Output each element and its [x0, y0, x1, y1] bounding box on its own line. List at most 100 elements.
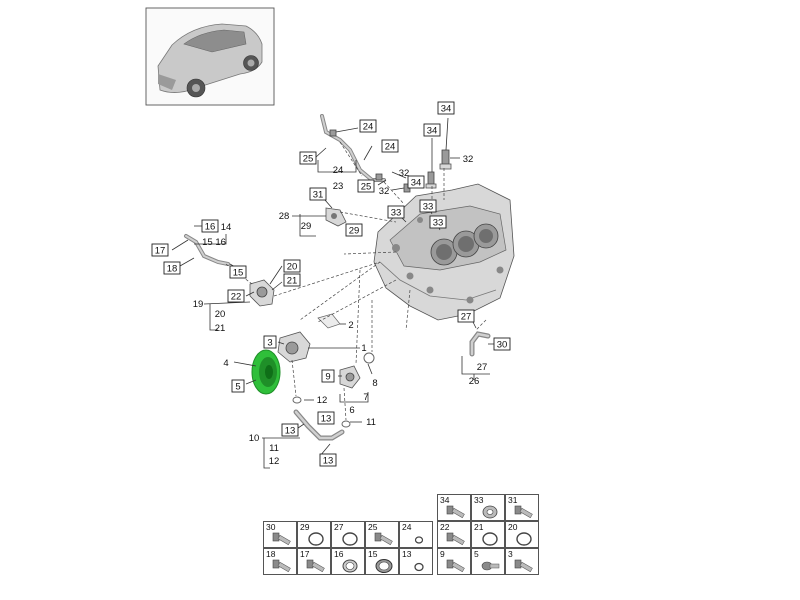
legend-cell[interactable]: 34	[437, 494, 471, 521]
callout[interactable]: 32	[379, 186, 390, 197]
callout[interactable]: 32	[399, 168, 410, 179]
legend-cell[interactable]: 24	[399, 521, 433, 548]
callout[interactable]: 32	[463, 154, 474, 165]
svg-text:11: 11	[366, 417, 376, 428]
callout[interactable]: 31	[309, 187, 327, 201]
legend-cell[interactable]: 20	[505, 521, 539, 548]
callout[interactable]: 13	[319, 453, 337, 467]
legend-cell[interactable]: 25	[365, 521, 399, 548]
legend-cell[interactable]: 17	[297, 548, 331, 575]
bolt-icon	[272, 532, 291, 546]
legend-number: 27	[334, 522, 344, 532]
callout[interactable]: 15	[229, 265, 247, 279]
callout[interactable]: 17	[151, 243, 169, 257]
callout[interactable]: 34	[437, 101, 455, 115]
callout[interactable]: 24	[381, 139, 399, 153]
svg-text:1: 1	[361, 343, 366, 354]
legend-cell[interactable]: 31	[505, 494, 539, 521]
callout[interactable]: 11	[366, 417, 376, 428]
callout[interactable]: 34	[423, 123, 441, 137]
svg-text:24: 24	[333, 165, 344, 176]
callout[interactable]: 28	[279, 211, 290, 222]
callout[interactable]: 10	[249, 433, 260, 444]
svg-text:25: 25	[361, 182, 372, 193]
legend-cell[interactable]: 13	[399, 548, 433, 575]
callout[interactable]: 8	[372, 378, 377, 389]
pulley-highlighted	[251, 349, 281, 395]
callout[interactable]: 33	[419, 199, 437, 213]
callout[interactable]: 24	[359, 119, 377, 133]
callout-labels: 34 34 32 24 24 25 24 23 32 25 32 34 31 2…	[151, 101, 511, 467]
callout[interactable]: 22	[227, 289, 245, 303]
callout[interactable]: 33	[387, 205, 405, 219]
svg-text:4: 4	[223, 358, 228, 369]
callout[interactable]: 24	[333, 165, 344, 176]
callout[interactable]: 12	[269, 456, 280, 467]
callout[interactable]: 20	[215, 309, 226, 320]
callout[interactable]: 1	[361, 343, 366, 354]
callout[interactable]: 9	[321, 369, 335, 383]
callout[interactable]: 16	[201, 219, 219, 233]
callout[interactable]: 4	[223, 358, 228, 369]
callout[interactable]: 25	[299, 151, 317, 165]
callout[interactable]: 21	[215, 323, 226, 334]
legend-cell[interactable]: 22	[437, 521, 471, 548]
svg-text:9: 9	[325, 372, 330, 383]
svg-text:17: 17	[155, 246, 166, 257]
assembly-lines	[225, 141, 487, 421]
svg-text:2: 2	[348, 320, 353, 331]
callout[interactable]: 29	[345, 223, 363, 237]
legend-cell[interactable]: 16	[331, 548, 365, 575]
callout[interactable]: 29	[301, 221, 312, 232]
clamp-ring-icon	[342, 559, 358, 573]
legend-cell[interactable]: 27	[331, 521, 365, 548]
svg-text:25: 25	[303, 154, 314, 165]
legend-cell[interactable]: 21	[471, 521, 505, 548]
legend-cell[interactable]: 29	[297, 521, 331, 548]
legend-number: 3	[508, 549, 513, 559]
svg-text:34: 34	[411, 178, 422, 189]
callout[interactable]: 13	[281, 423, 299, 437]
svg-text:7: 7	[363, 392, 368, 403]
callout[interactable]: 26	[469, 376, 480, 387]
callout[interactable]: 7	[363, 392, 368, 403]
o-ring-icon	[482, 532, 498, 546]
callout[interactable]: 2	[348, 320, 353, 331]
callout[interactable]: 30	[493, 337, 511, 351]
legend-number: 34	[440, 495, 450, 505]
bolt-icon	[272, 559, 291, 573]
legend-cell[interactable]: 33	[471, 494, 505, 521]
legend-number: 13	[402, 549, 412, 559]
callout[interactable]: 14	[221, 222, 232, 233]
legend-cell[interactable]: 5	[471, 548, 505, 575]
legend-cell[interactable]: 30	[263, 521, 297, 548]
legend-cell[interactable]: 18	[263, 548, 297, 575]
legend-cell[interactable]: 3	[505, 548, 539, 575]
callout[interactable]: 5	[231, 379, 245, 393]
callout[interactable]: 19	[193, 299, 204, 310]
svg-text:29: 29	[301, 221, 312, 232]
callout[interactable]: 18	[163, 261, 181, 275]
callout[interactable]: 34	[407, 175, 425, 189]
svg-text:19: 19	[193, 299, 204, 310]
callout[interactable]: 13	[317, 411, 335, 425]
callout[interactable]: 25	[357, 179, 375, 193]
svg-text:15: 15	[233, 268, 244, 279]
callout[interactable]: 21	[283, 273, 301, 287]
svg-text:28: 28	[279, 211, 290, 222]
svg-text:15 16: 15 16	[202, 237, 226, 248]
washer-icon	[482, 505, 498, 519]
callout[interactable]: 12	[317, 395, 328, 406]
callout[interactable]: 3	[263, 335, 277, 349]
callout[interactable]: 27	[477, 362, 488, 373]
callout[interactable]: 23	[333, 181, 344, 192]
bolt-icon	[446, 532, 465, 546]
legend-cell[interactable]: 15	[365, 548, 399, 575]
callout[interactable]: 20	[283, 259, 301, 273]
callout[interactable]: 33	[429, 215, 447, 229]
callout[interactable]: 15 16	[202, 237, 226, 248]
callout[interactable]: 11	[269, 443, 279, 454]
callout[interactable]: 6	[349, 405, 354, 416]
callout[interactable]: 27	[457, 309, 475, 323]
legend-cell[interactable]: 9	[437, 548, 471, 575]
